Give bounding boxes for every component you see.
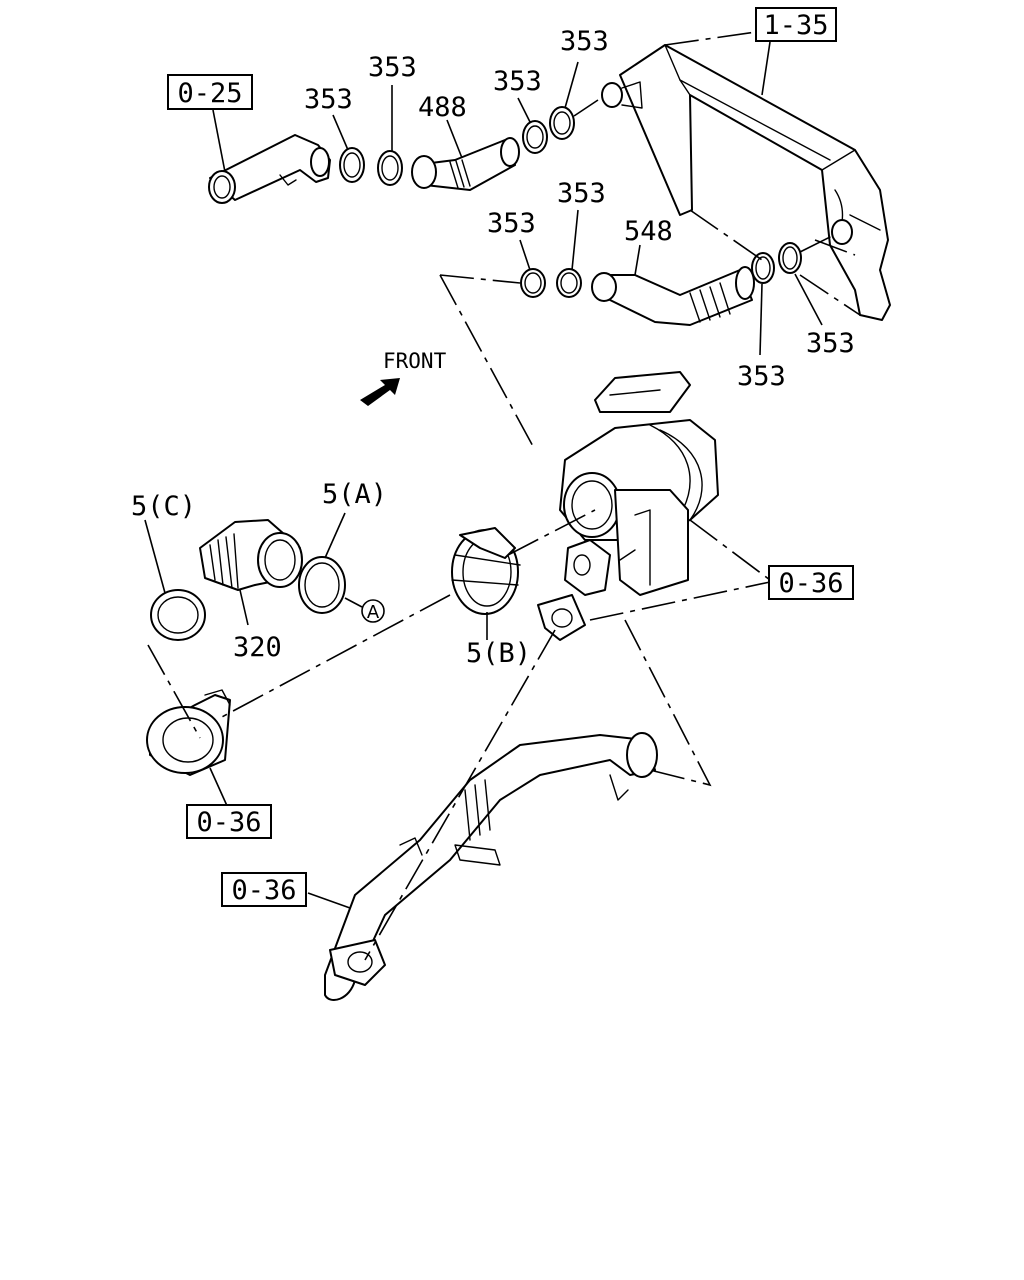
part-label-5b: 5(B) — [466, 638, 531, 669]
part-label-353: 353 — [557, 178, 606, 209]
ref-label-0-36-right[interactable]: 0-36 — [768, 565, 854, 600]
clamp-5c-part — [150, 589, 206, 641]
part-label-353: 353 — [560, 26, 609, 57]
part-label-353: 353 — [304, 84, 353, 115]
svg-text:0-36: 0-36 — [778, 568, 843, 599]
part-label-353: 353 — [368, 52, 417, 83]
connection-lines-lower — [147, 509, 771, 961]
long-pipe-part — [324, 732, 658, 1001]
part-label-353: 353 — [737, 361, 786, 392]
clamp-353-lower-part — [520, 242, 802, 298]
svg-text:1-35: 1-35 — [763, 10, 828, 41]
part-label-353: 353 — [487, 208, 536, 239]
ref-label-1-35[interactable]: 1-35 — [755, 7, 837, 42]
svg-text:0-36: 0-36 — [196, 807, 261, 838]
connection-lines-upper — [439, 29, 861, 451]
circle-marker-a: A — [361, 599, 385, 623]
ref-label-0-36-bottom[interactable]: 0-36 — [221, 872, 307, 907]
part-label-5c: 5(C) — [131, 491, 196, 522]
part-label-5a: 5(A) — [322, 479, 387, 510]
front-label: FRONT — [383, 349, 447, 373]
outlet-pipe-part — [146, 689, 231, 776]
ref-label-0-25[interactable]: 0-25 — [167, 74, 253, 110]
intercooler-part — [601, 44, 891, 321]
upper-pipe-part — [208, 134, 331, 204]
front-arrow-icon — [360, 378, 400, 406]
clamp-353-part — [339, 106, 575, 186]
hose-548-part — [591, 266, 755, 326]
clamp-5b-part — [451, 527, 521, 615]
part-label-488: 488 — [418, 92, 467, 123]
part-label-548: 548 — [624, 216, 673, 247]
hose-488-part — [411, 137, 520, 191]
svg-text:0-36: 0-36 — [231, 875, 296, 906]
part-label-353: 353 — [493, 66, 542, 97]
gasket-part — [537, 594, 586, 641]
part-label-353: 353 — [806, 328, 855, 359]
clamp-5a-part — [298, 556, 346, 614]
svg-text:A: A — [367, 602, 380, 623]
elbow-hose-320-part — [199, 519, 303, 591]
turbocharger-part — [559, 371, 719, 596]
leader-lines — [144, 41, 823, 909]
svg-text:0-25: 0-25 — [177, 78, 242, 109]
part-label-320: 320 — [233, 632, 282, 663]
ref-label-0-36-left[interactable]: 0-36 — [186, 804, 272, 839]
